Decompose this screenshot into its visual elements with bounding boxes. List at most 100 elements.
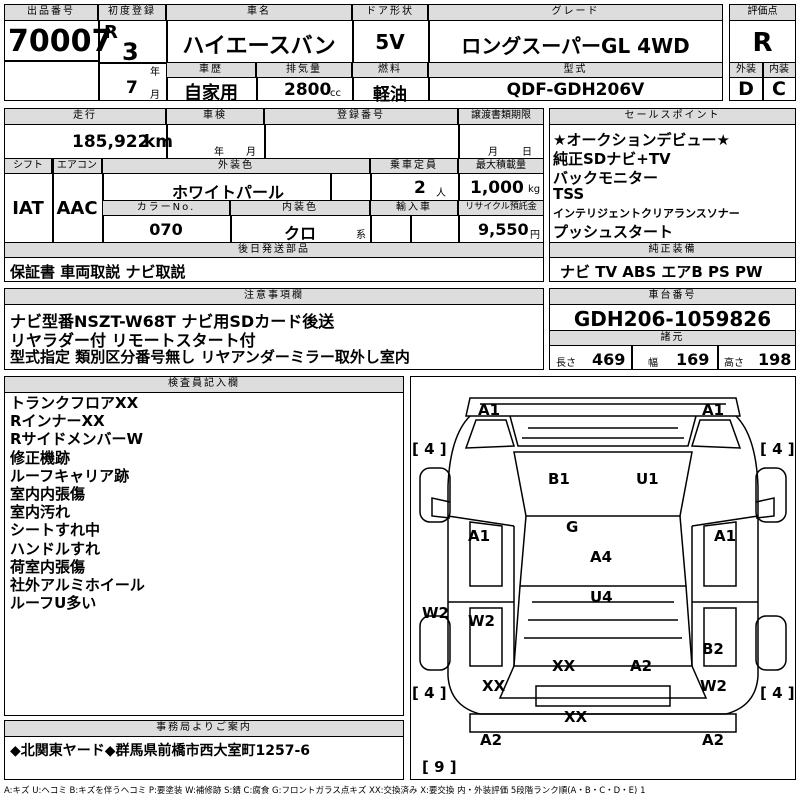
shift-label: シフト xyxy=(4,158,52,174)
mileage-unit: km xyxy=(144,132,174,152)
inspection-month-unit: 月 xyxy=(246,147,256,158)
spec-label: 諸元 xyxy=(549,330,796,346)
tire-rear-left: [ 4 ] xyxy=(412,684,447,702)
tire-fr-value: 4 xyxy=(772,440,783,458)
colorno-label: カラーNo. xyxy=(102,200,230,216)
mark-u4: U4 xyxy=(590,588,613,606)
recycle-label: リサイクル預託金 xyxy=(458,200,544,216)
reg-era: R xyxy=(104,22,118,43)
lot-number: 70007 xyxy=(8,24,113,59)
later-parts-label: 後日発送部品 xyxy=(4,242,544,258)
inspection-year-unit: 年 xyxy=(214,147,224,158)
interior-score-label: 内装 xyxy=(762,62,796,78)
displacement-unit: cc xyxy=(330,88,341,99)
sales-points-label: セールスポイント xyxy=(549,108,796,125)
maxload-label: 最大積載量 xyxy=(458,158,544,174)
length-value: 469 xyxy=(592,350,626,369)
inspector-line: 室内内張傷 xyxy=(10,485,86,504)
mark-xx-bottom: XX xyxy=(564,708,588,726)
length-label: 長さ xyxy=(556,358,576,369)
recycle-unit: 円 xyxy=(530,230,540,241)
sales-point-4: TSS xyxy=(553,185,585,203)
inspector-line: 社外アルミホイール xyxy=(10,576,145,595)
inspector-line: シートすれ中 xyxy=(10,521,101,540)
ac-value: AAC xyxy=(56,198,98,219)
inspector-label: 検査員記入欄 xyxy=(4,376,404,393)
mark-a1-mid-left: A1 xyxy=(468,527,491,545)
regno-label: 登録番号 xyxy=(264,108,458,125)
height-label: 高さ xyxy=(724,358,744,369)
history-value: 自家用 xyxy=(184,83,238,104)
width-value: 169 xyxy=(676,350,710,369)
spare-value: 9 xyxy=(434,758,445,776)
tire-fl-value: 4 xyxy=(424,440,435,458)
int-color-value: クロ xyxy=(284,224,317,243)
fuel-label: 燃料 xyxy=(352,62,428,78)
reg-year: 3 xyxy=(122,38,139,66)
reg-year-unit: 年 xyxy=(150,67,160,78)
exterior-score: D xyxy=(738,78,754,100)
inspector-block xyxy=(4,376,404,716)
import-label: 輸入車 xyxy=(370,200,458,216)
equipment-value: ナビ TV ABS エアB PS PW xyxy=(560,263,763,281)
notes-line-1: ナビ型番NSZT-W68T ナビ用SDカード後送 xyxy=(10,312,335,331)
mark-a1-mid-right: A1 xyxy=(714,527,737,545)
car-name: ハイエースバン xyxy=(182,34,336,59)
ext-color-value: ホワイトパール xyxy=(172,183,285,202)
model-label: 型式 xyxy=(428,62,723,78)
later-parts-value: 保証書 車両取説 ナビ取説 xyxy=(10,263,186,281)
inspector-notes: トランクフロアXX RインナーXX RサイドメンバーW 修正機跡 ルーフキャリア… xyxy=(10,394,400,612)
car-name-label: 車名 xyxy=(166,4,352,21)
office-value: ◆北関東ヤード◆群馬県前橋市西大室町1257-6 xyxy=(10,743,311,759)
displacement-label: 排気量 xyxy=(256,62,352,78)
inspection-label: 車検 xyxy=(166,108,264,125)
reg-month: 7 xyxy=(126,78,138,98)
sales-point-1: ★オークションデビュー★ xyxy=(553,131,730,149)
chassis-label: 車台番号 xyxy=(549,288,796,305)
mark-w2-left: W2 xyxy=(422,604,449,622)
capacity-label: 乗車定員 xyxy=(370,158,458,174)
exterior-score-label: 外装 xyxy=(729,62,763,78)
score-value: R xyxy=(752,28,773,58)
recycle-value: 9,550 xyxy=(478,220,529,239)
int-color-label: 内装色 xyxy=(230,200,370,216)
transfer-label: 譲渡書類期限 xyxy=(458,108,544,125)
tire-rear-right: [ 4 ] xyxy=(760,684,795,702)
maxload-unit: kg xyxy=(528,184,541,195)
first-reg-label: 初度登録 xyxy=(98,4,166,21)
sales-point-5: インテリジェントクリアランスソナー xyxy=(553,207,740,220)
mark-w2-right: W2 xyxy=(700,677,727,695)
transfer-month: 月 xyxy=(488,147,498,158)
mark-xx-center: XX xyxy=(552,657,576,675)
van-outline xyxy=(419,397,787,733)
equipment-label: 純正装備 xyxy=(549,242,796,258)
grade-value: ロングスーパーGL 4WD xyxy=(461,34,690,58)
inspector-line: ハンドルすれ xyxy=(10,539,101,558)
width-label: 幅 xyxy=(648,358,658,369)
capacity-value: 2 xyxy=(414,178,426,198)
sales-point-3: バックモニター xyxy=(553,169,659,187)
inspector-line: ルーフU多い xyxy=(10,594,97,613)
notes-label: 注意事項欄 xyxy=(4,288,544,305)
height-value: 198 xyxy=(758,350,792,369)
mileage-value: 185,922 xyxy=(72,132,150,152)
mark-b2: B2 xyxy=(702,640,724,658)
tire-front-left: [ 4 ] xyxy=(412,440,447,458)
chassis-value: GDH206-1059826 xyxy=(573,307,772,331)
inspector-line: RインナーXX xyxy=(10,412,105,431)
spare-tire: [ 9 ] xyxy=(422,758,457,776)
mark-u1: U1 xyxy=(636,470,659,488)
ext-color-label: 外装色 xyxy=(102,158,370,174)
ac-label: エアコン xyxy=(52,158,102,174)
fuel-value: 軽油 xyxy=(373,85,407,105)
lot-label: 出品番号 xyxy=(4,4,98,21)
office-label: 事務局よりご案内 xyxy=(4,720,404,737)
inspector-line: 修正機跡 xyxy=(10,448,71,467)
history-label: 車歴 xyxy=(166,62,256,78)
grade-label: グレード xyxy=(428,4,723,21)
interior-score: C xyxy=(772,78,786,100)
mark-b1: B1 xyxy=(548,470,570,488)
shift-value: IAT xyxy=(12,198,44,219)
notes-line-2: リヤラダー付 リモートスタート付 xyxy=(10,331,256,350)
legend-text: A:キズ U:ヘコミ B:キズを伴うヘコミ P:要塗装 W:補修跡 S:錆 C:… xyxy=(4,786,646,796)
